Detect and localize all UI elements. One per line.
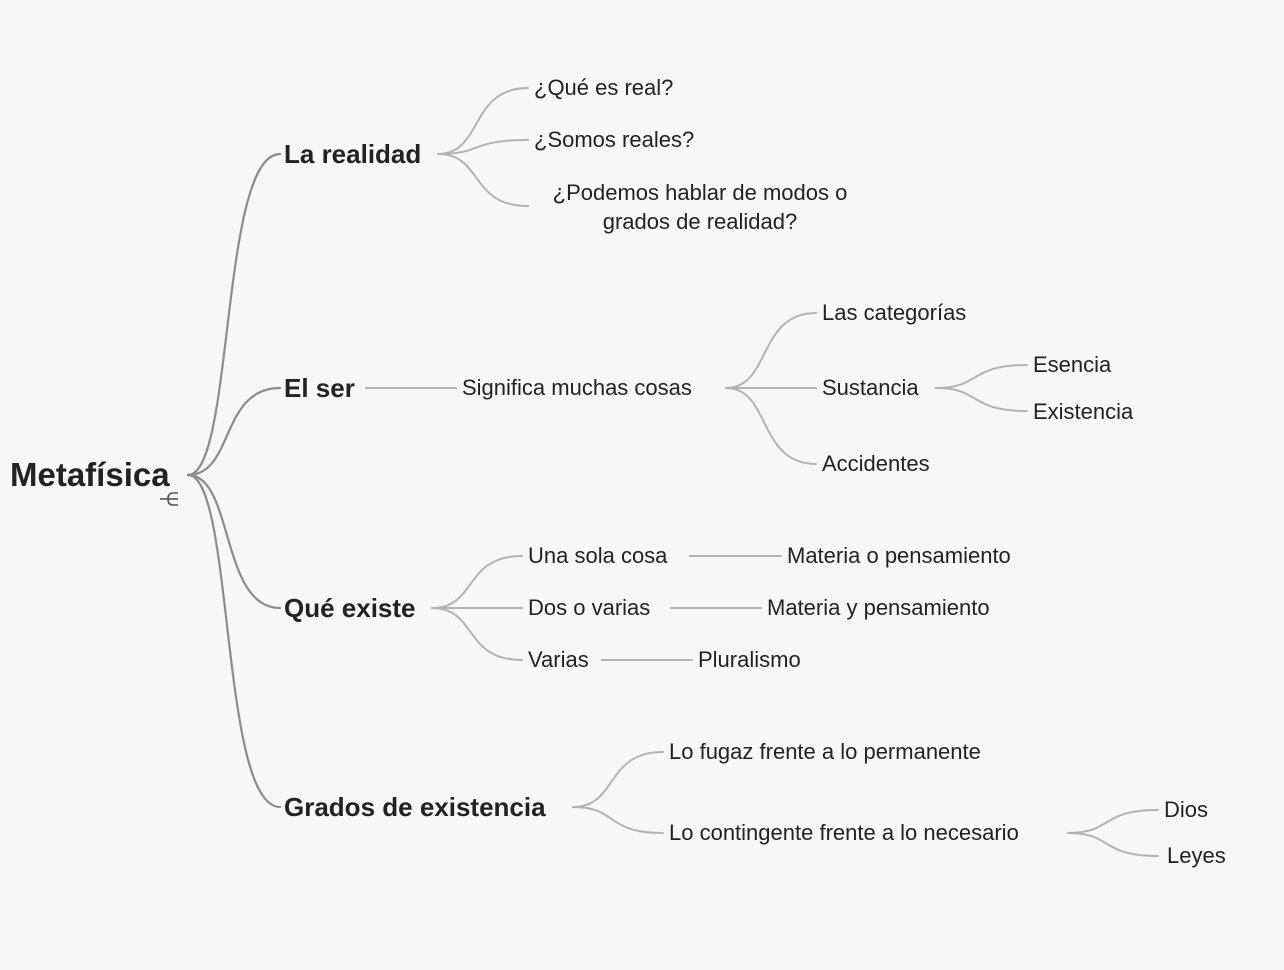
- node-significa-muchas-cosas[interactable]: Significa muchas cosas: [462, 375, 692, 400]
- node-modos-grados-realidad[interactable]: ¿Podemos hablar de modos o grados de rea…: [552, 180, 848, 234]
- link-root-que-existe: [186, 473, 282, 610]
- node-esencia[interactable]: Esencia: [1033, 352, 1112, 377]
- node-que-es-real[interactable]: ¿Qué es real?: [534, 75, 674, 100]
- node-materia-o-pensamiento[interactable]: Materia o pensamiento: [787, 543, 1011, 568]
- node-dios[interactable]: Dios: [1164, 797, 1209, 822]
- node-existencia[interactable]: Existencia: [1033, 399, 1134, 424]
- link-significa-categorias: [725, 312, 817, 389]
- node-una-sola-cosa[interactable]: Una sola cosa: [528, 543, 668, 568]
- node-lo-fugaz[interactable]: Lo fugaz frente a lo permanente: [669, 739, 981, 764]
- link-sustancia-existencia: [935, 387, 1028, 412]
- link-root-el-ser: [186, 386, 282, 477]
- link-grados-fugaz: [572, 751, 664, 808]
- node-varias[interactable]: Varias: [528, 647, 589, 672]
- link-existe-varias: [431, 607, 523, 661]
- link-root-la-realidad: [186, 152, 282, 477]
- node-lo-contingente[interactable]: Lo contingente frente a lo necesario: [669, 820, 1019, 845]
- link-existe-una: [431, 555, 523, 609]
- link-realidad-2: [437, 139, 529, 155]
- node-somos-reales[interactable]: ¿Somos reales?: [534, 127, 695, 152]
- node-leyes[interactable]: Leyes: [1167, 843, 1226, 868]
- link-sustancia-esencia: [935, 364, 1028, 389]
- node-dos-o-varias[interactable]: Dos o varias: [528, 595, 651, 620]
- collapse-icon[interactable]: [158, 489, 182, 509]
- link-root-grados: [186, 473, 282, 809]
- link-realidad-1: [437, 87, 529, 155]
- link-grados-contingente: [572, 806, 664, 834]
- node-accidentes[interactable]: Accidentes: [822, 451, 930, 476]
- root-node[interactable]: Metafísica: [10, 456, 170, 493]
- link-contingente-dios: [1067, 809, 1159, 834]
- link-realidad-3: [437, 153, 529, 207]
- node-las-categorias[interactable]: Las categorías: [822, 300, 967, 325]
- branch-el-ser[interactable]: El ser: [284, 373, 355, 403]
- link-significa-accidentes: [725, 387, 817, 465]
- node-materia-y-pensamiento[interactable]: Materia y pensamiento: [767, 595, 990, 620]
- branch-grados-de-existencia[interactable]: Grados de existencia: [284, 792, 546, 822]
- link-contingente-leyes: [1067, 832, 1159, 857]
- branch-la-realidad[interactable]: La realidad: [284, 139, 422, 169]
- branch-que-existe[interactable]: Qué existe: [284, 593, 416, 623]
- node-sustancia[interactable]: Sustancia: [822, 375, 919, 400]
- node-pluralismo[interactable]: Pluralismo: [698, 647, 801, 672]
